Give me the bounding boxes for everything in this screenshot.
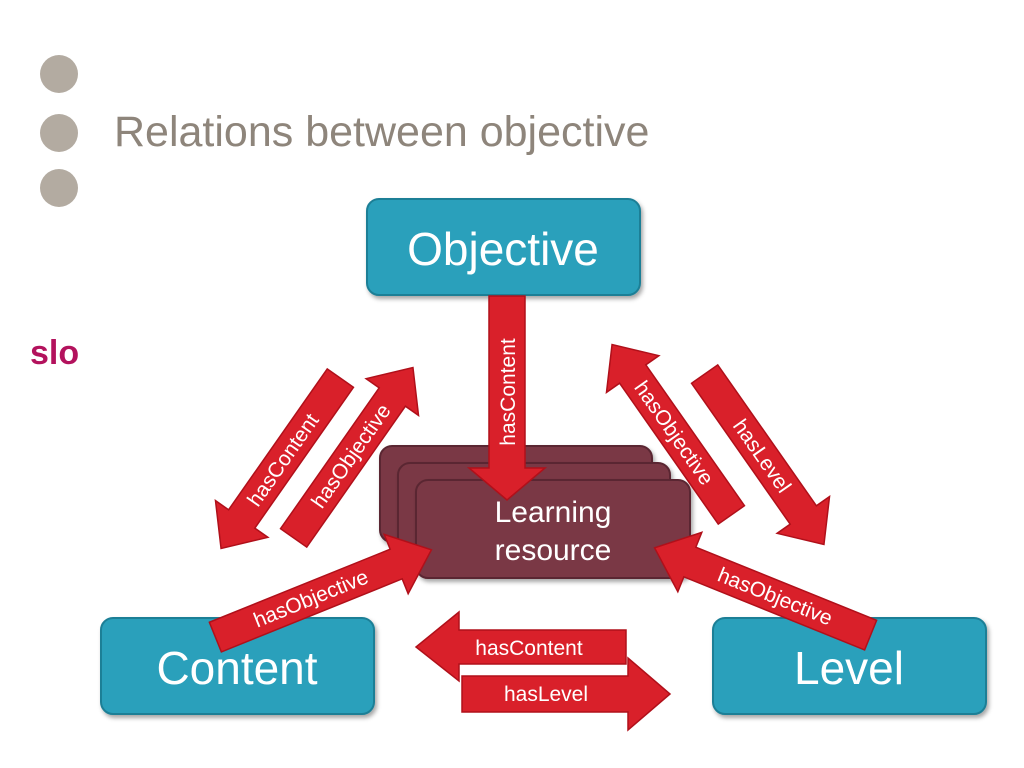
slide-title: Relations between objective — [114, 108, 650, 156]
edge-label-level-to-content: hasContent — [475, 637, 583, 660]
objective-node: Objective — [366, 198, 641, 296]
objective-label: Objective — [407, 223, 599, 275]
learning-resource-label-line2: resource — [495, 534, 612, 567]
bullet-1 — [40, 55, 78, 93]
edge-label-objective-to-resource: hasContent — [497, 338, 520, 446]
learning-resource-node: Learning resource — [379, 445, 691, 579]
level-node: Level — [712, 617, 987, 715]
bullet-3 — [40, 169, 78, 207]
slo-logo: slo — [30, 334, 80, 372]
arrow-level-to-content: hasContent — [414, 610, 627, 683]
content-label: Content — [156, 642, 317, 694]
bullet-2 — [40, 114, 78, 152]
arrow-objective-to-resource: hasContent — [466, 295, 548, 501]
level-label: Level — [794, 642, 904, 694]
arrow-content-to-level: hasLevel — [461, 656, 672, 732]
learning-resource-label-line1: Learning — [495, 496, 612, 529]
content-node: Content — [100, 617, 375, 715]
edge-label-content-to-level: hasLevel — [504, 683, 588, 706]
